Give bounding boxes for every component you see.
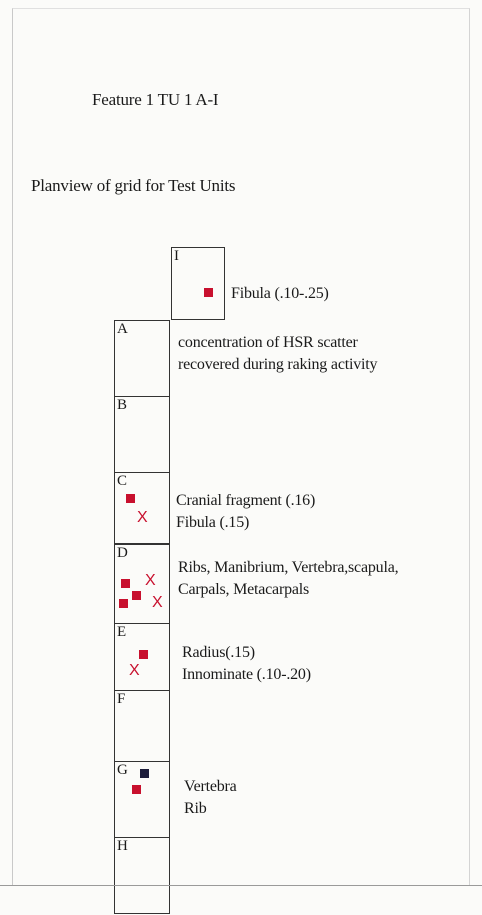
find-marker-square [126,494,135,503]
grid-cell-f: F [114,690,170,762]
x-marker: X [137,509,148,526]
note-cell-d: Ribs, Manibrium, Vertebra,scapula, Carpa… [178,557,399,601]
cell-label-f: F [117,691,126,707]
find-marker-square [139,650,148,659]
cell-label-i: I [174,248,179,264]
note-cell-e: Radius(.15) Innominate (.10-.20) [182,642,311,686]
note-line: Fibula (.15) [176,514,250,531]
cell-label-g: G [117,762,128,778]
note-line: Ribs, Manibrium, Vertebra,scapula, [178,559,399,576]
cell-label-b: B [117,397,128,413]
bottom-rule [0,885,482,886]
grid-cell-d: D X X [114,544,170,624]
cell-label-e: E [117,624,127,640]
note-cell-a: concentration of HSR scatter recovered d… [178,332,377,376]
grid-cell-e: E X [114,623,170,691]
note-line: concentration of HSR scatter [178,334,358,351]
grid-cell-a: A [114,320,170,397]
find-marker-square [204,288,213,297]
find-marker-square [140,769,149,778]
cell-label-c: C [117,473,128,489]
grid-cell-h: H [114,837,170,914]
note-line: Radius(.15) [182,644,255,661]
grid-cell-c: C X [114,472,170,544]
find-marker-square [121,579,130,588]
note-line: Carpals, Metacarpals [178,581,310,598]
page-subtitle: Planview of grid for Test Units [31,176,236,195]
cell-label-h: H [117,838,128,854]
cell-label-a: A [117,321,128,337]
note-line: Innominate (.10-.20) [182,666,311,683]
note-line: Fibula (.10-.25) [231,285,329,302]
page-frame [12,8,470,885]
note-cell-i: Fibula (.10-.25) [231,283,329,305]
note-line: Rib [184,800,207,817]
find-marker-square [119,599,128,608]
x-marker: X [129,662,140,679]
note-line: Vertebra [184,778,237,795]
page-title: Feature 1 TU 1 A-I [92,90,219,109]
grid-cell-g: G [114,761,170,838]
x-marker: X [152,594,163,611]
grid-cell-i: I [171,247,225,320]
note-cell-g: Vertebra Rib [184,776,237,820]
note-cell-c: Cranial fragment (.16) Fibula (.15) [176,490,315,534]
note-line: Cranial fragment (.16) [176,492,316,509]
cell-label-d: D [117,545,128,561]
find-marker-square [132,785,141,794]
x-marker: X [145,572,156,589]
find-marker-square [132,591,141,600]
grid-cell-b: B [114,396,170,473]
note-line: recovered during raking activity [178,356,378,373]
